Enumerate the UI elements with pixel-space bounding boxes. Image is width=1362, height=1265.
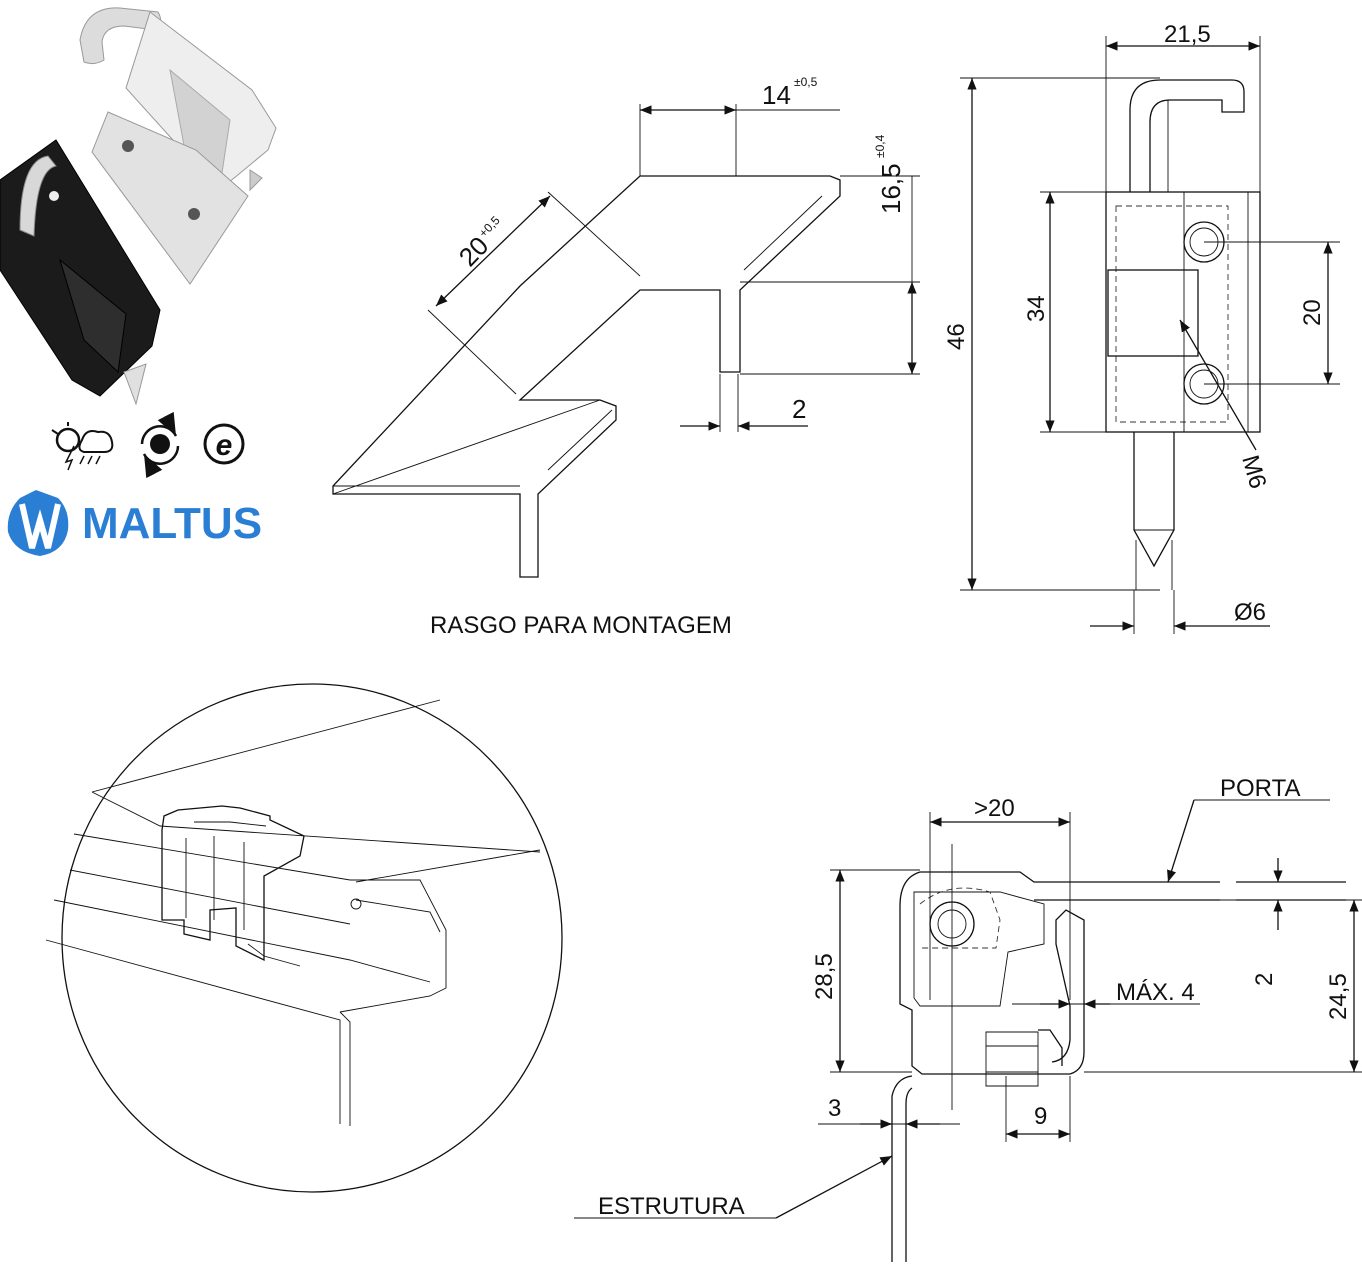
weather-resistant-icon — [51, 422, 114, 471]
section-dim-height: 28,5 — [811, 953, 838, 1000]
e-mark-icon: e — [203, 423, 245, 465]
section-dim-thick: 2 — [1251, 973, 1278, 986]
front-dim-thread: M6 — [1236, 452, 1271, 491]
slot-dim-height: 16,5 — [876, 163, 906, 214]
slot-drawing — [332, 104, 920, 578]
front-dim-top: 21,5 — [1164, 21, 1211, 48]
svg-text:e: e — [216, 429, 233, 462]
slot-caption: RASGO PARA MONTAGEM — [430, 612, 732, 639]
front-view-drawing — [960, 36, 1340, 634]
front-dim-total: 46 — [943, 323, 970, 350]
front-dim-holes: 20 — [1299, 299, 1326, 326]
section-label-frame: ESTRUTURA — [598, 1193, 745, 1220]
section-label-door: PORTA — [1220, 775, 1300, 802]
section-dim-offset: 9 — [1034, 1103, 1047, 1130]
front-dim-body: 34 — [1023, 295, 1050, 322]
section-dim-gap: >20 — [974, 795, 1015, 822]
front-dim-pin: Ø6 — [1234, 599, 1266, 626]
section-dim-max: MÁX. 4 — [1116, 979, 1195, 1006]
slot-dim-width-tol: ±0,5 — [794, 75, 818, 89]
brand-name: MALTUS — [82, 499, 262, 548]
section-dim-right: 24,5 — [1325, 973, 1352, 1020]
hinge-photo-dark — [0, 139, 161, 406]
slot-dim-width: 14 — [762, 80, 791, 110]
rotation-icon — [140, 411, 180, 479]
installation-detail-circle — [45, 683, 563, 1193]
slot-dim-height-tol: ±0,4 — [873, 134, 887, 158]
section-dim-frame: 3 — [828, 1095, 841, 1122]
section-view-drawing — [574, 799, 1362, 1262]
hinge-photo-light — [79, 7, 277, 285]
maltus-logo-mark — [7, 490, 69, 556]
slot-dim-diag-tol: +0,5 — [476, 213, 503, 240]
slot-dim-thick: 2 — [792, 394, 806, 424]
